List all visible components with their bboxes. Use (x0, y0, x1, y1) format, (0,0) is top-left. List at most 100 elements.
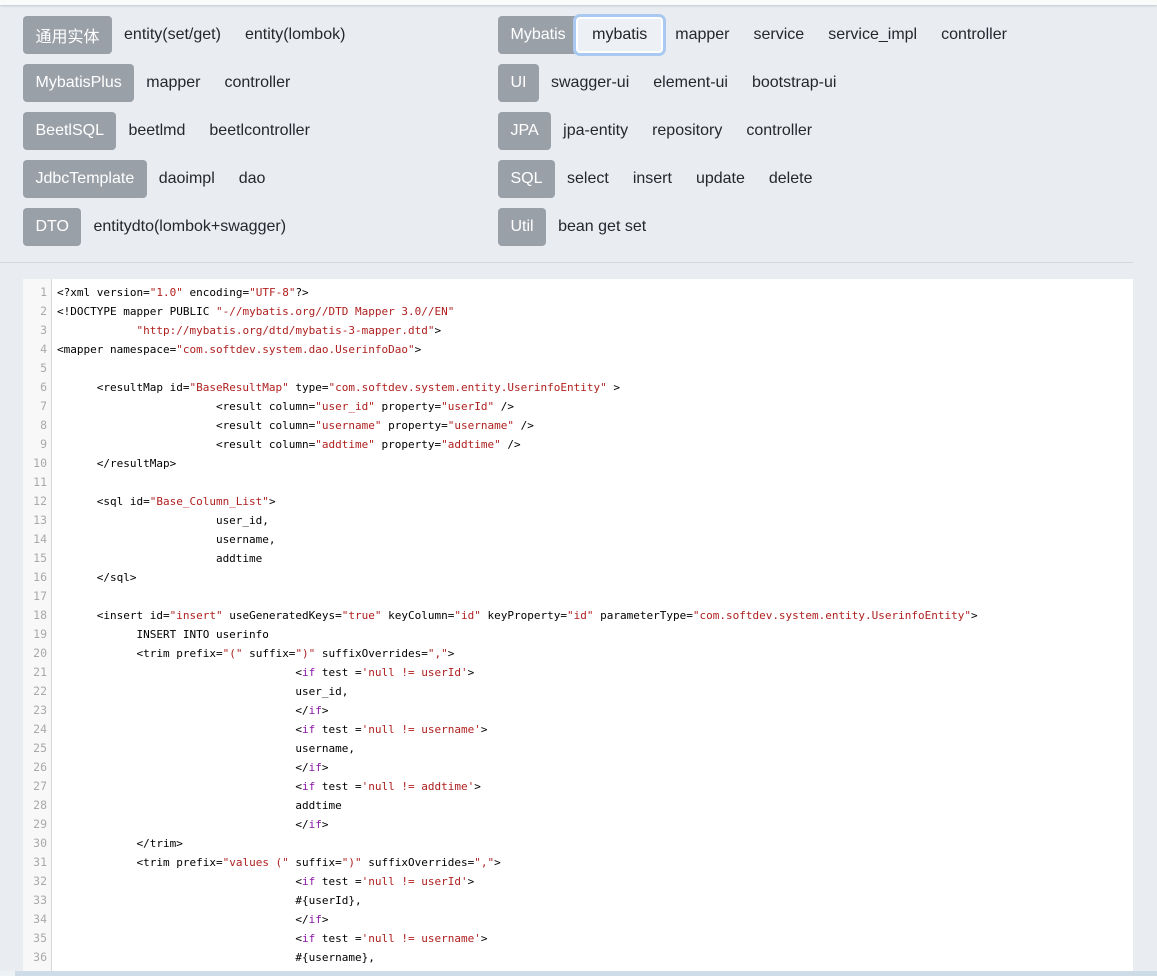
template-link-update[interactable]: update (695, 170, 745, 187)
line-number: 13 (33, 513, 47, 527)
code-line-13: user_id, (57, 514, 269, 527)
group-chip-beetlsql[interactable]: BeetlSQL (23, 112, 117, 150)
template-link-swagger-ui[interactable]: swagger-ui (551, 74, 630, 91)
template-link-bootstrap-ui[interactable]: bootstrap-ui (751, 74, 837, 91)
group-row-left-0: 通用实体 entity(set/get) entity(lombok) (23, 16, 357, 54)
group-row-right-3: SQL select insert update delete (498, 160, 1019, 198)
template-link-mapper[interactable]: mapper (675, 26, 730, 43)
group-row-right-1: UI swagger-ui element-ui bootstrap-ui (498, 64, 1019, 102)
code-line-31: <trim prefix="values (" suffix=")" suffi… (57, 856, 501, 869)
template-link-service-impl[interactable]: service_impl (828, 26, 918, 43)
code-line-22: user_id, (57, 685, 349, 698)
code-line-24: <if test ='null != username'> (57, 723, 488, 736)
group-chip-util[interactable]: Util (498, 208, 547, 246)
code-line-7: <result column="user_id" property="userI… (57, 400, 514, 413)
code-line-2: <!DOCTYPE mapper PUBLIC "-//mybatis.org/… (57, 305, 455, 318)
group-chip-jdbctemplate[interactable]: JdbcTemplate (23, 160, 147, 198)
code-textarea[interactable]: <?xml version="1.0" encoding="UTF-8"?> <!… (53, 279, 1133, 971)
code-line-19: INSERT INTO userinfo (57, 628, 269, 641)
line-number: 17 (33, 589, 47, 603)
line-number: 32 (33, 874, 47, 888)
template-link-beetlcontroller[interactable]: beetlcontroller (209, 122, 310, 139)
template-link-service[interactable]: service (753, 26, 805, 43)
code-line-18: <insert id="insert" useGeneratedKeys="tr… (57, 609, 978, 622)
template-link-entitydto-lombok-swagger-[interactable]: entitydto(lombok+swagger) (93, 218, 287, 235)
group-row-right-4: Util bean get set (498, 208, 1019, 246)
code-line-21: <if test ='null != userId'> (57, 666, 475, 679)
code-line-4: <mapper namespace="com.softdev.system.da… (57, 343, 422, 356)
code-line-36: #{username}, (57, 951, 375, 964)
group-chip-sql[interactable]: SQL (498, 160, 556, 198)
code-line-28: addtime (57, 799, 342, 812)
template-link-delete[interactable]: delete (768, 170, 813, 187)
template-link-mybatis-selected[interactable]: mybatis (576, 17, 664, 53)
line-number: 21 (33, 665, 47, 679)
line-number: 30 (33, 836, 47, 850)
group-row-left-4: DTO entitydto(lombok+swagger) (23, 208, 357, 246)
template-link-repository[interactable]: repository (652, 122, 723, 139)
code-line-9: <result column="addtime" property="addti… (57, 438, 521, 451)
group-chip-通用实体[interactable]: 通用实体 (23, 16, 113, 54)
line-number: 14 (33, 532, 47, 546)
template-link-element-ui[interactable]: element-ui (653, 74, 728, 91)
code-line-3: "http://mybatis.org/dtd/mybatis-3-mapper… (136, 324, 442, 337)
group-row-left-1: MybatisPlus mapper controller (23, 64, 357, 102)
group-chip-mybatisplus[interactable]: MybatisPlus (23, 64, 135, 102)
code-line-32: <if test ='null != userId'> (57, 875, 475, 888)
template-link-beetlmd[interactable]: beetlmd (128, 122, 186, 139)
horizontal-scrollbar[interactable] (0, 971, 1157, 976)
template-link-controller[interactable]: controller (224, 74, 291, 91)
template-link-controller[interactable]: controller (941, 26, 1007, 43)
code-line-11 (57, 473, 1133, 492)
line-number: 24 (33, 722, 47, 736)
line-number: 34 (33, 912, 47, 926)
line-number: 22 (33, 684, 47, 698)
toolbar-left-column: 通用实体 entity(set/get) entity(lombok) Mybatis… (23, 16, 357, 256)
line-number: 27 (33, 779, 47, 793)
line-number: 18 (33, 608, 47, 622)
code-line-12: <sql id="Base_Column_List"> (57, 495, 276, 508)
line-number: 23 (33, 703, 47, 717)
line-number: 2 (40, 304, 47, 318)
template-link-bean-get-set[interactable]: bean get set (558, 218, 647, 235)
navbar-bottom-edge (0, 0, 1157, 5)
group-row-left-2: BeetlSQL beetlmd beetlcontroller (23, 112, 357, 150)
group-chip-mybatis[interactable]: Mybatis (498, 16, 579, 54)
group-chip-dto[interactable]: DTO (23, 208, 82, 246)
code-line-1: <?xml version="1.0" encoding="UTF-8"?> (57, 286, 309, 299)
line-number: 29 (33, 817, 47, 831)
line-number: 20 (33, 646, 47, 660)
template-link-jpa-entity[interactable]: jpa-entity (563, 122, 629, 139)
group-chip-ui[interactable]: UI (498, 64, 539, 102)
line-number: 6 (40, 380, 47, 394)
line-number: 5 (40, 361, 47, 375)
template-link-dao[interactable]: dao (238, 170, 266, 187)
template-link-entity-set-get-[interactable]: entity(set/get) (124, 26, 221, 43)
template-link-daoimpl[interactable]: daoimpl (158, 170, 215, 187)
group-row-left-3: JdbcTemplate daoimpl dao (23, 160, 357, 198)
template-link-controller[interactable]: controller (746, 122, 813, 139)
line-number: 10 (33, 456, 47, 470)
line-number: 26 (33, 760, 47, 774)
code-line-25: username, (57, 742, 356, 755)
code-line-30: </trim> (57, 837, 183, 850)
group-chip-jpa[interactable]: JPA (498, 112, 552, 150)
template-link-select[interactable]: select (567, 170, 609, 187)
template-link-entity-lombok-[interactable]: entity(lombok) (244, 26, 346, 43)
line-number: 25 (33, 741, 47, 755)
template-link-insert[interactable]: insert (632, 170, 672, 187)
line-number: 4 (40, 342, 47, 356)
line-number: 16 (33, 570, 47, 584)
code-line-27: <if test ='null != addtime'> (57, 780, 481, 793)
scrollbar-corner (0, 971, 15, 976)
group-row-right-2: JPA jpa-entity repository controller (498, 112, 1019, 150)
code-line-15: addtime (57, 552, 263, 565)
line-number: 31 (33, 855, 47, 869)
code-line-10: </resultMap> (57, 457, 177, 470)
template-link-mapper[interactable]: mapper (146, 74, 201, 91)
line-number: 15 (33, 551, 47, 565)
